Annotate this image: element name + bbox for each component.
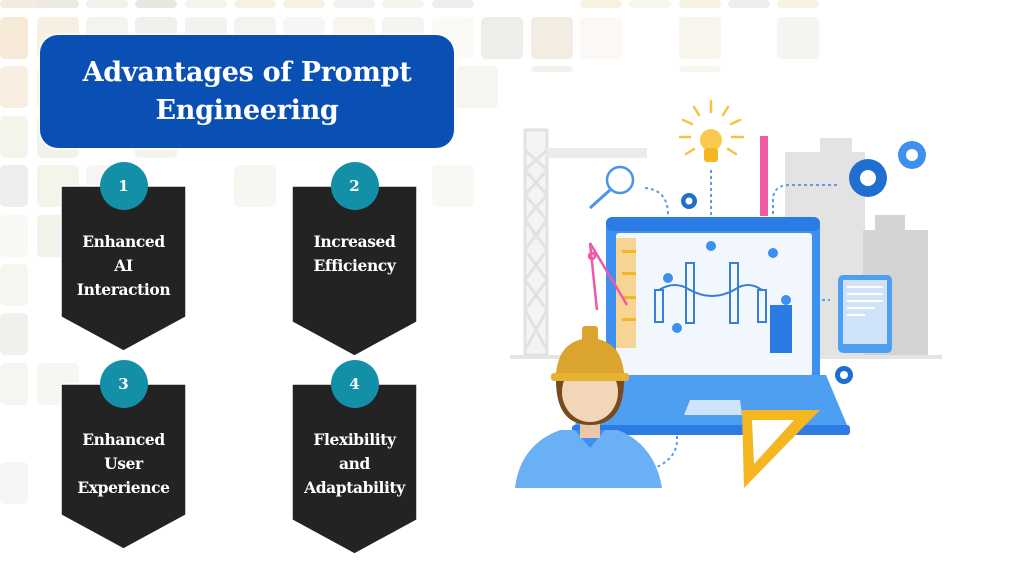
crane-icon — [523, 128, 647, 357]
title-line-1: Advantages of Prompt — [82, 56, 412, 88]
compass-icon — [587, 242, 629, 311]
card-2-line-1: Increased — [313, 232, 396, 251]
chevron-card-shape — [60, 185, 187, 352]
card-label-2: Increased Efficiency — [291, 230, 418, 278]
title-line-2: Engineering — [155, 94, 339, 126]
engineer-illustration — [510, 99, 942, 488]
magnifier-icon — [588, 165, 635, 210]
number-badge-3: 3 — [99, 360, 148, 408]
card-2-line-2: Efficiency — [313, 256, 396, 275]
chart-bar — [770, 305, 792, 353]
slide-title-banner: Advantages of Prompt Engineering — [40, 35, 454, 148]
lightbulb-icon — [678, 99, 745, 162]
trackpad — [684, 400, 742, 415]
gear-icon-small — [898, 141, 926, 169]
laptop-screen — [616, 233, 812, 376]
card-1-line-1: Enhanced — [82, 232, 165, 251]
card-3-line-1: Enhanced — [82, 430, 165, 449]
card-1-line-2: AI — [114, 256, 133, 275]
card-label-4: Flexibility and Adaptability — [291, 428, 418, 500]
advantage-card-1: 1 Enhanced AI Interaction — [60, 162, 187, 352]
number-badge-1: 1 — [99, 162, 148, 210]
card-1-line-3: Interaction — [76, 280, 171, 299]
number-badge-2: 2 — [330, 162, 379, 210]
card-4-line-2: and — [339, 454, 370, 473]
chevron-card-shape — [291, 185, 418, 357]
gear-icon — [849, 159, 887, 197]
advantage-card-4: 4 Flexibility and Adaptability — [291, 360, 418, 555]
chevron-card-shape — [291, 383, 418, 555]
pink-ruler — [760, 136, 768, 216]
number-badge-4: 4 — [330, 360, 379, 408]
card-4-line-3: Adaptability — [304, 478, 405, 497]
card-3-line-2: User — [104, 454, 143, 473]
card-label-3: Enhanced User Experience — [60, 428, 187, 500]
hard-hat-icon — [551, 326, 629, 381]
gear-icon-tiny — [681, 193, 853, 384]
tablet-icon — [838, 275, 892, 353]
slide-title: Advantages of Prompt Engineering — [83, 54, 412, 130]
card-label-1: Enhanced AI Interaction — [60, 230, 187, 302]
advantage-card-2: 2 Increased Efficiency — [291, 162, 418, 357]
card-4-line-1: Flexibility — [313, 430, 396, 449]
set-square-icon — [742, 410, 820, 488]
advantage-card-3: 3 Enhanced User Experience — [60, 360, 187, 550]
chevron-card-shape — [60, 383, 187, 550]
engineer-figure — [515, 326, 662, 488]
card-3-line-3: Experience — [77, 478, 170, 497]
bridge-blueprint — [654, 262, 767, 324]
